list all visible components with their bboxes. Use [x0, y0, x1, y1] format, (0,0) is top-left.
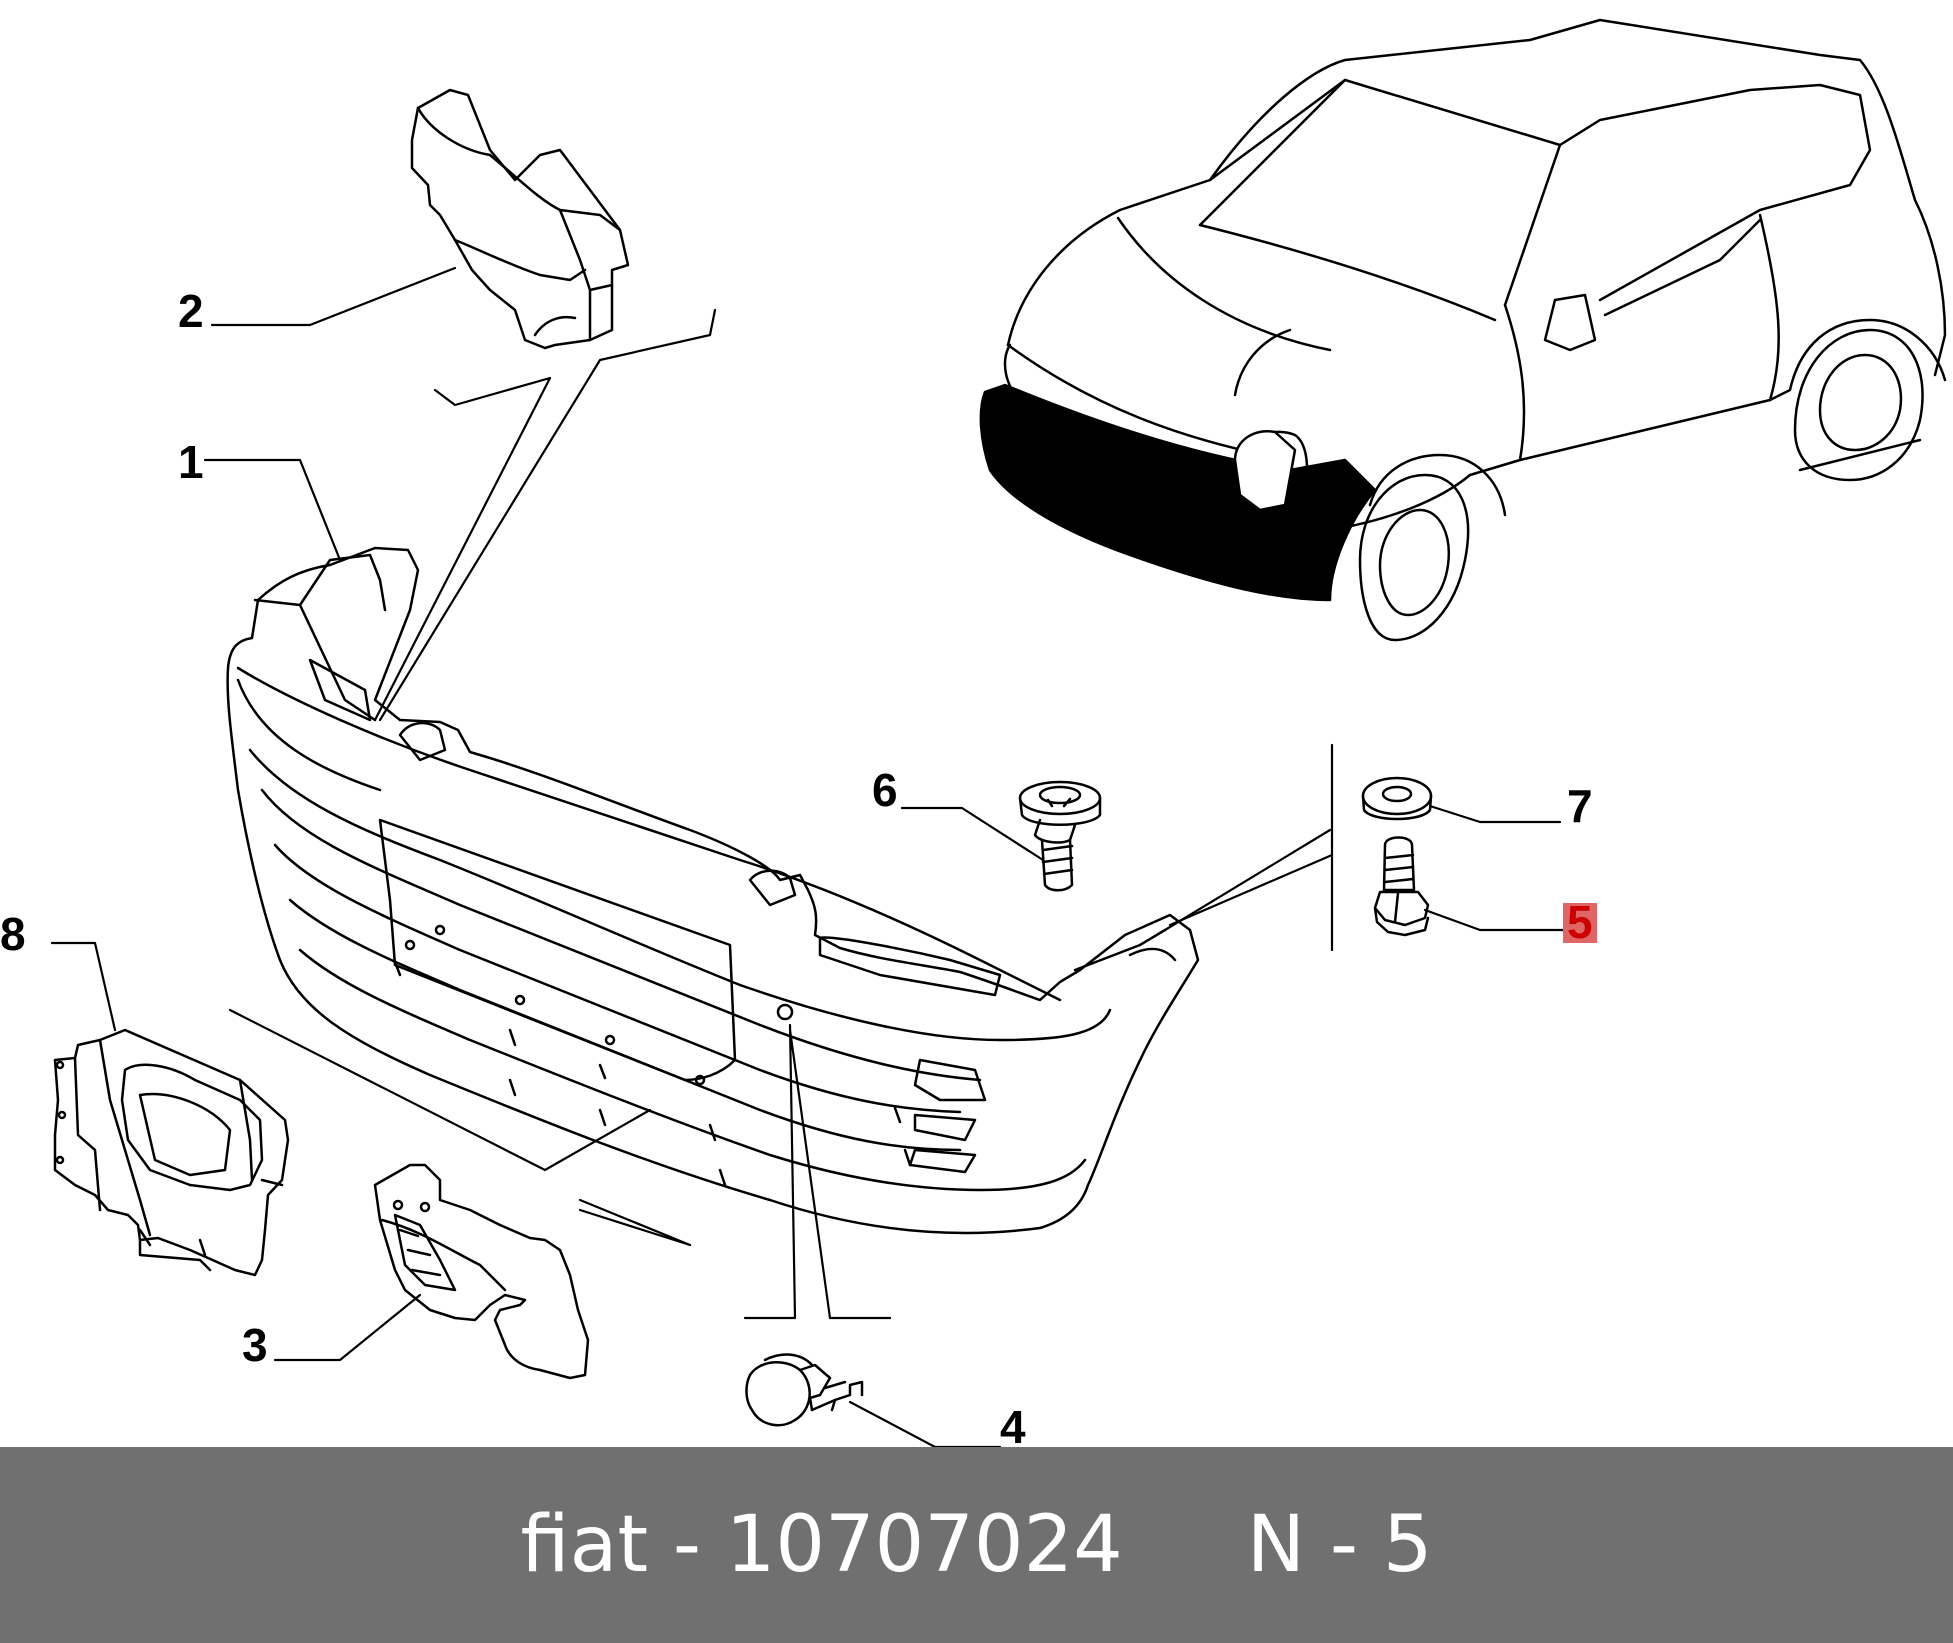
clip-fastener — [745, 1353, 864, 1427]
callout-7: 7 — [1567, 780, 1593, 832]
callout-4: 4 — [1000, 1401, 1026, 1447]
parts-diagram-svg: 1 2 3 4 5 6 7 8 — [0, 18, 1947, 1447]
callout-6: 6 — [872, 764, 898, 816]
callout-5-highlight — [1563, 903, 1597, 943]
position-label: N - 5 — [1246, 1500, 1433, 1590]
brand-label: fiat — [520, 1500, 649, 1590]
leader-lines — [50, 266, 1570, 1447]
callout-2: 2 — [178, 285, 204, 337]
hex-bolt — [1373, 836, 1430, 937]
callout-5: 5 — [1567, 896, 1593, 948]
front-bumper — [226, 546, 1200, 1235]
washer — [1361, 776, 1433, 821]
parts-diagram: 1 2 3 4 5 6 7 8 — [0, 18, 1947, 1447]
callout-1: 1 — [178, 436, 204, 488]
bracket-upper-left — [410, 88, 630, 350]
push-fastener — [1018, 780, 1102, 892]
bracket-lower — [373, 1163, 590, 1380]
footer-gap — [1123, 1500, 1247, 1590]
callout-3: 3 — [242, 1319, 268, 1371]
part-info-footer: fiat - 10707024 N - 5 — [0, 1447, 1953, 1643]
callout-8: 8 — [0, 908, 26, 960]
part-number: 10707024 — [725, 1500, 1123, 1590]
footer-separator: - — [648, 1500, 726, 1590]
side-duct-bracket — [53, 1028, 290, 1277]
callouts: 1 2 3 4 5 6 7 8 — [0, 285, 1593, 1447]
car-illustration — [979, 18, 1947, 642]
